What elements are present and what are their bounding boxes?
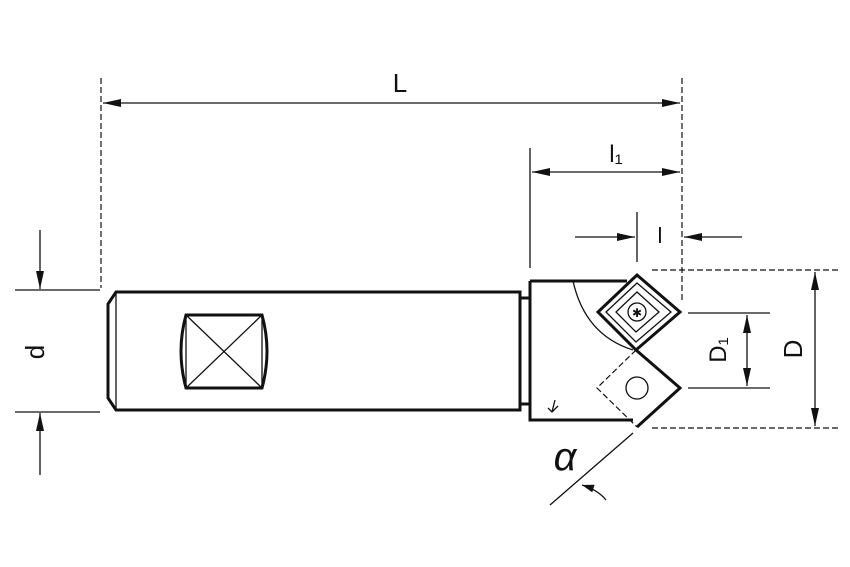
dimension-alpha: α <box>549 432 634 506</box>
dimension-L: L <box>100 68 683 300</box>
shank <box>106 290 532 412</box>
dimension-l: l <box>575 212 742 262</box>
label-D1: D₁ <box>705 337 732 362</box>
bottom-insert <box>596 348 683 429</box>
label-l: l <box>658 223 663 248</box>
dimension-l1: l₁ <box>529 141 680 268</box>
screw-circle <box>627 302 647 322</box>
cutter-head <box>528 279 634 422</box>
dimension-d: d <box>15 230 100 475</box>
angle-arrow <box>581 484 607 501</box>
label-alpha: α <box>554 435 578 479</box>
dimension-D1: D₁ <box>688 312 770 389</box>
dimension-D: D <box>652 269 840 429</box>
clamping-flat <box>179 313 269 390</box>
label-d: d <box>20 345 50 359</box>
angle-line <box>549 432 634 506</box>
torx-screw-icon: ✱ <box>632 306 642 320</box>
label-D: D <box>778 340 808 359</box>
insert-hole <box>625 376 649 400</box>
label-l1: l₁ <box>609 141 622 168</box>
label-L: L <box>393 68 407 98</box>
